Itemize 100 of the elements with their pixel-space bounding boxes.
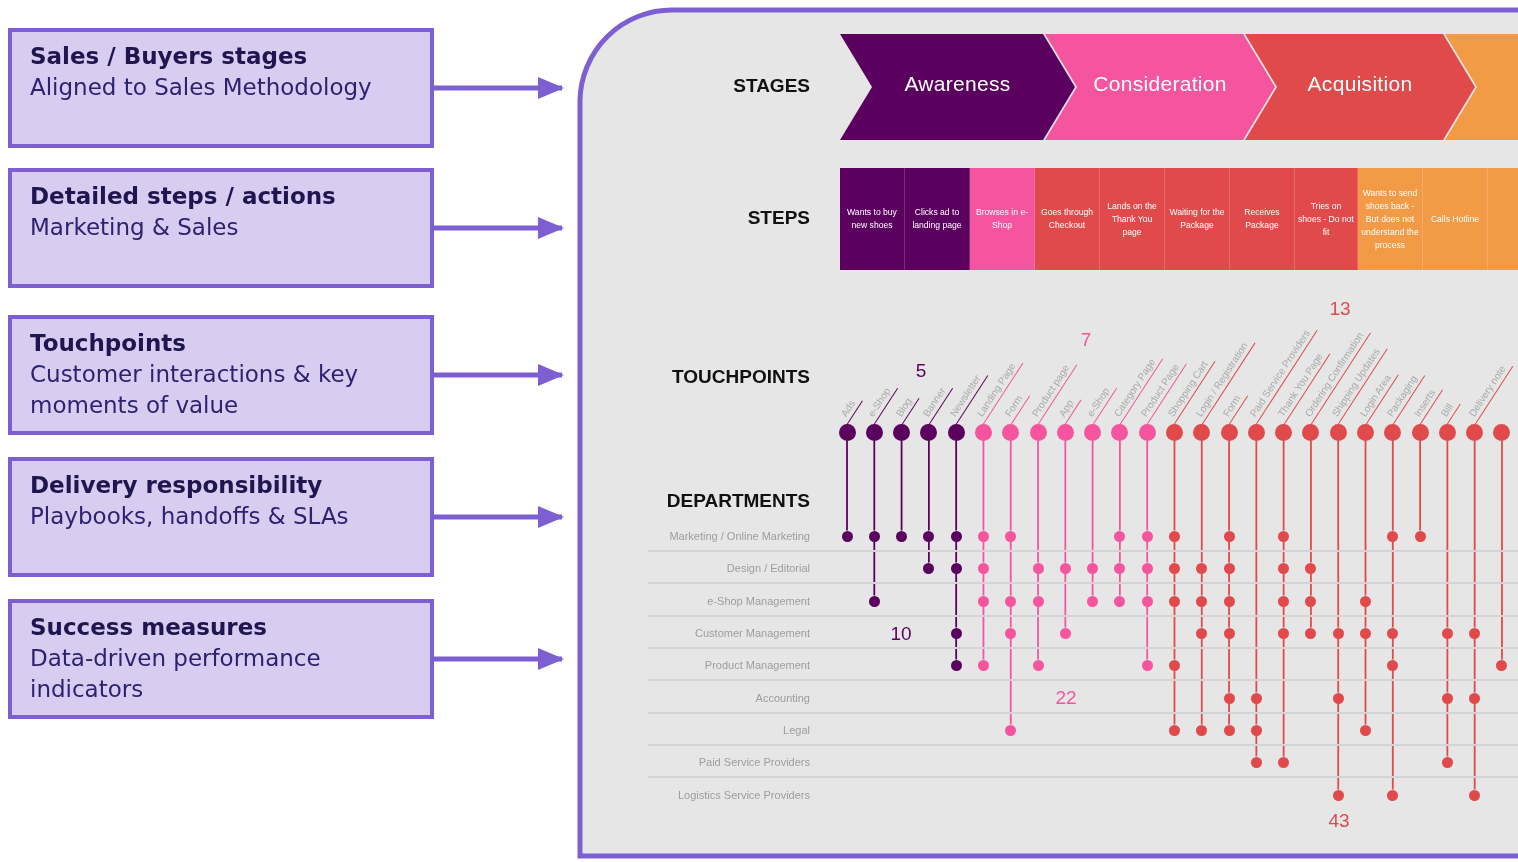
arrow <box>434 217 564 239</box>
connector-line <box>1446 439 1449 629</box>
card-heading: Success measures <box>30 613 268 642</box>
card-text: Playbooks, handoffs & SLAs <box>30 502 350 531</box>
step-cell: Goes through Checkout <box>1035 168 1100 270</box>
connector-line <box>1337 439 1340 629</box>
connector-line <box>927 540 930 564</box>
count-number: 5 <box>915 360 927 382</box>
department-dot <box>1005 595 1017 607</box>
step-cell: Tries on shoes - Do not fit <box>1295 168 1358 270</box>
connector-line <box>982 439 985 532</box>
connector-line <box>1173 669 1176 726</box>
connector-line <box>1473 439 1476 629</box>
department-label: Paid Service Providers <box>697 755 810 769</box>
connector-line <box>1501 439 1503 661</box>
connector-line <box>873 439 876 532</box>
arrow <box>434 364 564 386</box>
department-dot <box>923 562 935 574</box>
card-heading: Sales / Buyers stages <box>30 42 309 71</box>
department-dot <box>1141 595 1153 607</box>
card-text: Aligned to Sales Methodology <box>30 73 373 102</box>
department-dot <box>1168 530 1180 542</box>
connector-line <box>1173 605 1176 661</box>
description-card <box>8 28 434 148</box>
department-dot <box>1469 627 1481 639</box>
department-dot <box>1196 627 1208 639</box>
connector-line <box>1446 637 1449 694</box>
description-card <box>8 599 434 719</box>
department-dot <box>1387 659 1399 671</box>
connector-line <box>1228 439 1230 532</box>
connector-line <box>1473 637 1476 694</box>
department-dot <box>1469 789 1481 801</box>
connector-line <box>873 540 876 597</box>
connector-line <box>1064 439 1067 564</box>
connector-line <box>1364 637 1367 726</box>
department-dot <box>1332 789 1344 801</box>
connector-line <box>1173 572 1176 597</box>
department-dot <box>1305 627 1317 639</box>
connector-line <box>1310 439 1312 564</box>
connector-line <box>1282 637 1285 758</box>
department-dot <box>1114 530 1126 542</box>
arrow <box>434 77 564 99</box>
stage-band: Acquisition <box>1245 34 1475 140</box>
department-dot <box>977 530 989 542</box>
department-label: Marketing / Online Marketing <box>668 529 810 543</box>
department-dot <box>1360 595 1371 607</box>
connector-line <box>1009 439 1012 532</box>
count-number: 10 <box>890 623 912 645</box>
department-label: Logistics Service Providers <box>676 788 810 802</box>
card-text: Customer interactions & key moments of value <box>30 360 360 420</box>
connector-line <box>1391 540 1394 629</box>
connector-line <box>1146 572 1149 597</box>
connector-line <box>982 572 985 597</box>
department-dot <box>1250 692 1262 704</box>
connector-line <box>1282 605 1285 629</box>
connector-line <box>1419 439 1421 532</box>
count-number: 22 <box>1055 687 1077 709</box>
department-dot <box>1387 530 1399 542</box>
department-dot <box>1168 595 1180 607</box>
step-cell: Waiting for the Package <box>1165 168 1230 270</box>
card-heading: Detailed steps / actions <box>30 182 337 211</box>
card-heading: Delivery responsibility <box>30 471 324 500</box>
connector-line <box>1310 572 1312 597</box>
department-dot <box>977 595 989 607</box>
connector-line <box>955 637 958 661</box>
connector-line <box>1228 540 1230 564</box>
connector-line <box>846 439 848 532</box>
step-cell: Browses in e-Shop <box>970 168 1035 270</box>
connector-line <box>1173 540 1176 564</box>
department-dot <box>1223 724 1235 736</box>
department-dot <box>1387 627 1399 639</box>
connector-line <box>1146 540 1149 564</box>
connector-line <box>1146 605 1149 661</box>
department-dot <box>1387 789 1399 801</box>
department-dot <box>1223 530 1235 542</box>
connector-line <box>1364 605 1367 629</box>
department-dot <box>1332 627 1344 639</box>
department-dot <box>1005 724 1017 736</box>
department-dot <box>1278 756 1290 768</box>
description-card <box>8 457 434 577</box>
connector-line <box>1037 572 1039 597</box>
department-dot <box>950 659 962 671</box>
department-dot <box>1141 530 1153 542</box>
step-cell: Wants to send shoes back - But does not understand the process <box>1358 168 1423 270</box>
connector-line <box>1228 637 1230 694</box>
department-dot <box>1250 724 1262 736</box>
connector-line <box>982 605 985 661</box>
department-dot <box>1168 562 1180 574</box>
arrow <box>434 648 564 670</box>
department-dot <box>950 627 962 639</box>
connector-line <box>1391 637 1394 661</box>
card-text: Marketing & Sales <box>30 213 240 242</box>
connector-line <box>1009 605 1012 629</box>
department-dot <box>1114 595 1126 607</box>
connector-line <box>1228 605 1230 629</box>
department-dot <box>1496 659 1508 671</box>
department-dot <box>1441 692 1453 704</box>
stage-band: Consideration <box>1045 34 1275 140</box>
connector-line <box>1282 439 1285 532</box>
department-label: Product Management <box>703 658 810 672</box>
